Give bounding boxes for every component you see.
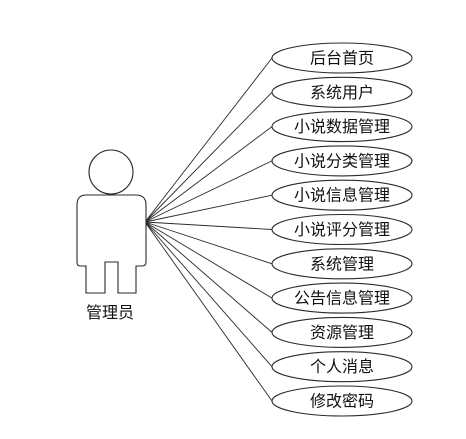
association-line bbox=[144, 194, 273, 223]
association-lines bbox=[144, 57, 273, 402]
use-case-label: 公告信息管理 bbox=[294, 289, 390, 308]
use-case-ellipse bbox=[271, 351, 413, 383]
association-line bbox=[144, 91, 273, 223]
use-case: 后台首页 bbox=[271, 42, 413, 74]
use-case-label: 个人消息 bbox=[310, 357, 374, 376]
association-line bbox=[144, 221, 273, 333]
association-line bbox=[144, 221, 273, 367]
actor-head bbox=[88, 149, 134, 195]
use-case-ellipse bbox=[271, 213, 413, 246]
association-line bbox=[144, 221, 273, 299]
use-case: 修改密码 bbox=[271, 385, 413, 417]
use-case: 公告信息管理 bbox=[271, 282, 413, 314]
use-case: 系统用户 bbox=[271, 76, 413, 108]
use-case: 系统管理 bbox=[271, 248, 413, 280]
use-case-label: 小说评分管理 bbox=[294, 220, 390, 239]
association-line bbox=[144, 221, 273, 265]
association-line bbox=[144, 126, 273, 223]
association-line bbox=[144, 221, 273, 230]
use-case: 个人消息 bbox=[271, 351, 413, 383]
use-case-label: 系统管理 bbox=[310, 254, 374, 273]
use-case-ellipse bbox=[271, 42, 413, 74]
use-case-ellipse bbox=[271, 385, 413, 417]
use-case-label: 修改密码 bbox=[310, 392, 374, 411]
actor-body bbox=[76, 194, 147, 294]
use-case-label: 小说信息管理 bbox=[294, 186, 390, 205]
use-case-ellipse bbox=[271, 145, 413, 177]
association-line bbox=[144, 57, 273, 223]
use-case-label: 资源管理 bbox=[310, 323, 374, 342]
use-case-label: 小说分类管理 bbox=[294, 151, 390, 170]
use-case: 资源管理 bbox=[271, 316, 413, 348]
use-case-label: 系统用户 bbox=[310, 83, 374, 102]
use-case-ellipse bbox=[271, 282, 413, 314]
use-case: 小说分类管理 bbox=[271, 145, 413, 177]
association-line bbox=[144, 221, 273, 402]
use-case-ellipse bbox=[271, 111, 413, 143]
association-line bbox=[144, 160, 273, 223]
use-case-list: 后台首页系统用户小说数据管理小说分类管理小说信息管理小说评分管理系统管理公告信息… bbox=[271, 42, 413, 417]
use-case: 小说评分管理 bbox=[271, 213, 413, 246]
actor-label: 管理员 bbox=[86, 303, 134, 322]
use-case-label: 小说数据管理 bbox=[294, 117, 390, 136]
use-case-label: 后台首页 bbox=[310, 49, 374, 68]
use-case-ellipse bbox=[271, 76, 413, 108]
use-case-ellipse bbox=[271, 179, 413, 211]
use-case-ellipse bbox=[271, 248, 413, 280]
use-case-ellipse bbox=[271, 316, 413, 348]
actor-admin: 管理员 bbox=[76, 149, 147, 322]
use-case: 小说数据管理 bbox=[271, 111, 413, 143]
use-case: 小说信息管理 bbox=[271, 179, 413, 211]
